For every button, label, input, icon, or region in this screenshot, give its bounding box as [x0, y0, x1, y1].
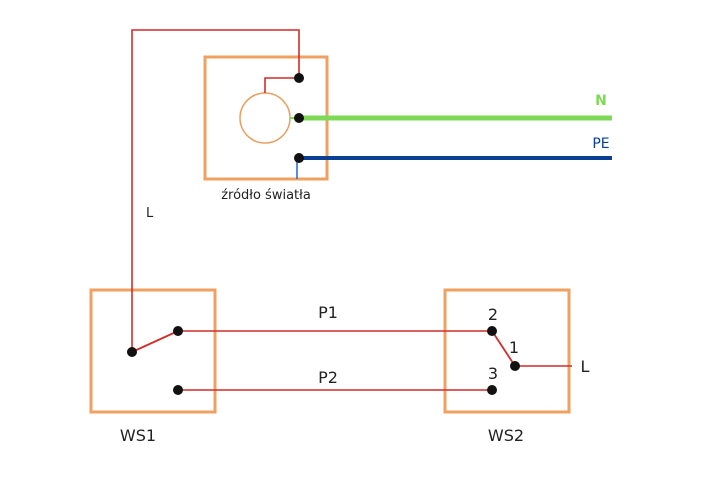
terminal-dot	[173, 326, 183, 336]
terminal-dot	[294, 153, 304, 163]
ws2-label: WS2	[488, 426, 524, 445]
terminal-dot	[294, 113, 304, 123]
terminal-dot	[487, 326, 497, 336]
ws2-switch-lever	[491, 330, 516, 367]
lamp-phase-lead	[264, 77, 299, 93]
line-label-right: L	[581, 357, 590, 376]
light-source-label: źródło światła	[221, 188, 311, 203]
p1-label: P1	[318, 303, 338, 322]
line-wire-l	[131, 29, 300, 352]
pe-label: PE	[592, 136, 609, 152]
terminal-dot	[173, 385, 183, 395]
ws1-label: WS1	[120, 426, 156, 445]
neutral-label: N	[595, 93, 607, 109]
ws2-box	[443, 288, 571, 414]
terminal-1-label: 1	[509, 338, 519, 357]
terminal-dot	[487, 385, 497, 395]
p2-label: P2	[318, 368, 338, 387]
ws1-switch-lever	[131, 330, 179, 353]
terminal-dot	[510, 361, 520, 371]
lamp-icon	[239, 92, 291, 144]
terminal-2-label: 2	[488, 305, 498, 324]
terminal-dot	[294, 73, 304, 83]
terminal-3-label: 3	[488, 364, 498, 383]
ws1-box	[89, 288, 217, 414]
terminal-dot	[127, 347, 137, 357]
line-label-left: L	[146, 206, 154, 221]
